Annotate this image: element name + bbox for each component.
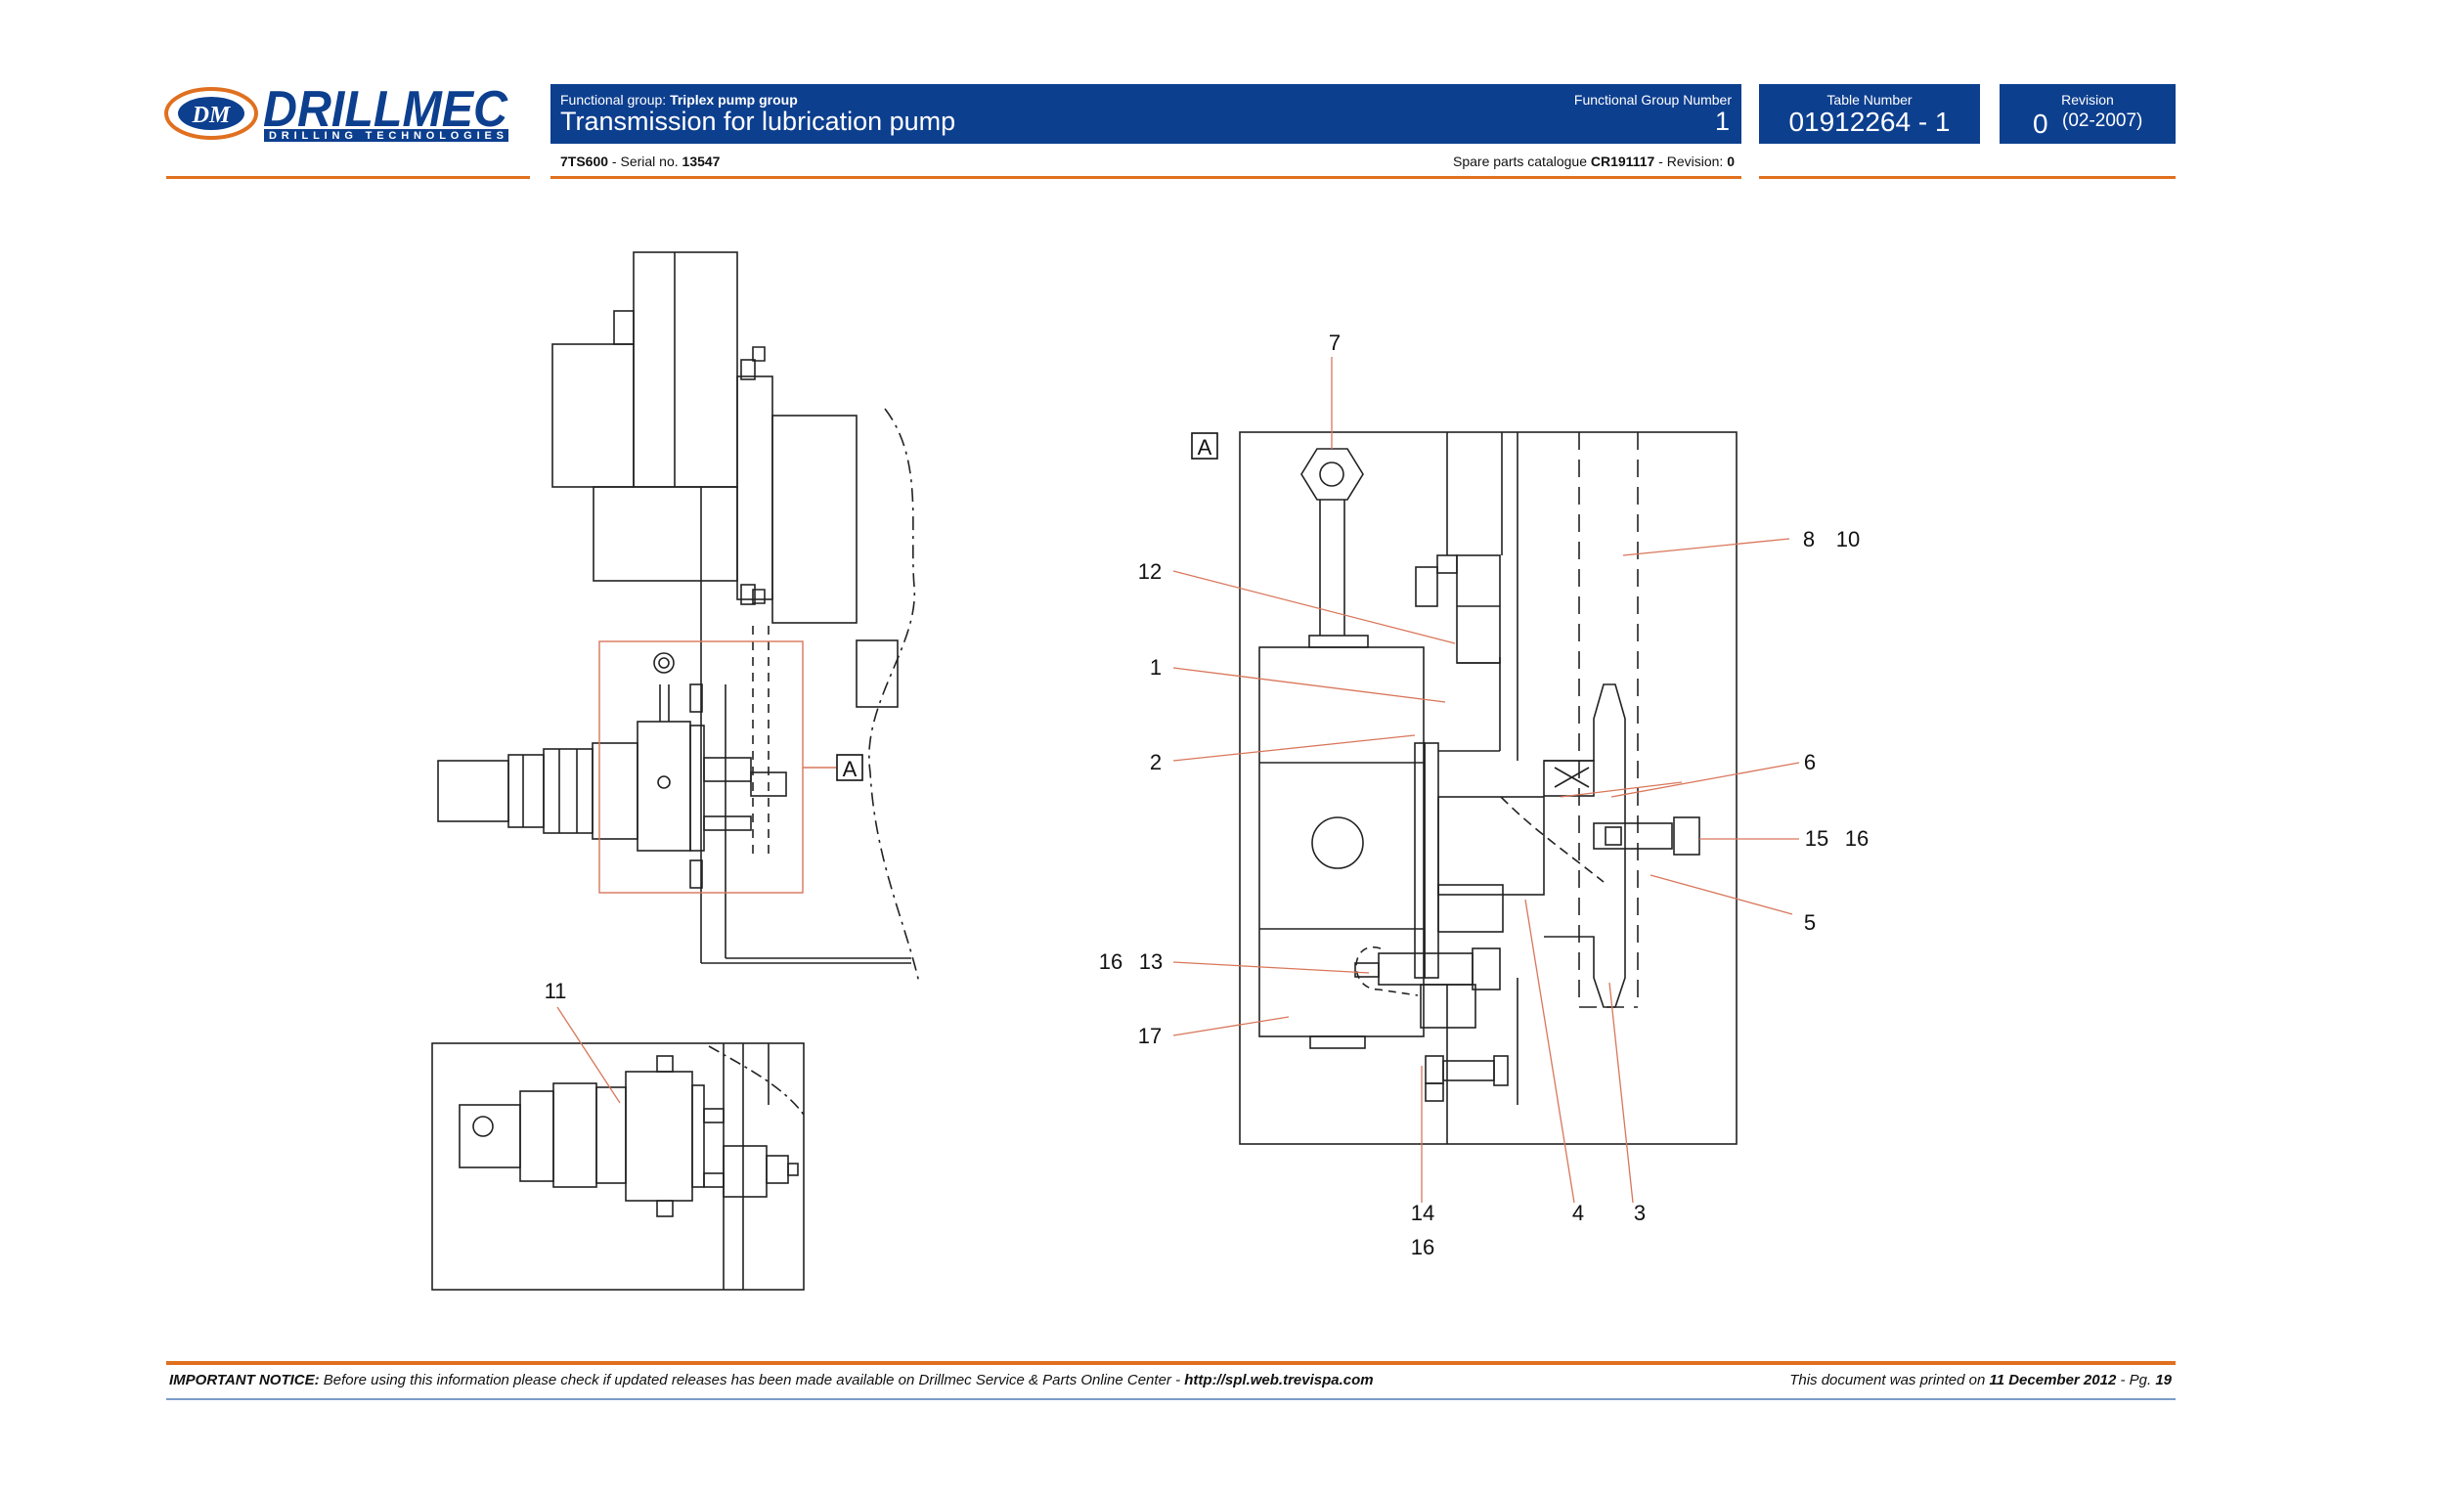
functional-group-value: Triplex pump group	[670, 92, 798, 108]
callout-16-c: 16	[1411, 1235, 1434, 1259]
catalogue-number: CR191117	[1590, 154, 1655, 169]
callout-1: 1	[1150, 655, 1162, 680]
callout-13: 13	[1139, 949, 1163, 974]
callout-2: 2	[1150, 750, 1162, 774]
callout-10: 10	[1836, 527, 1860, 551]
callout-6: 6	[1804, 750, 1816, 774]
footer-divider-bottom	[166, 1398, 2176, 1400]
detail-a-tag-right	[1191, 432, 1218, 460]
online-center-link[interactable]: http://spl.web.trevispa.com	[1184, 1372, 1374, 1388]
revision-label: Revision	[2061, 92, 2114, 108]
callout-16-a: 16	[1845, 826, 1869, 851]
inset-view	[431, 1042, 805, 1291]
callout-15: 15	[1805, 826, 1828, 851]
functional-group-number: 1	[1714, 107, 1730, 136]
callout-5: 5	[1804, 910, 1816, 935]
print-info: This document was printed on 11 December…	[1789, 1372, 2172, 1388]
revision-band: Revision 0 (02-2007)	[2000, 84, 2176, 144]
functional-group-band: Functional group: Triplex pump group Tra…	[550, 84, 1741, 144]
header-divider-main	[550, 176, 1741, 179]
model-number: 7TS600	[560, 154, 609, 169]
functional-group-number-label: Functional Group Number	[1573, 92, 1732, 108]
logo-wordmark: DRILLMEC	[263, 81, 508, 138]
detail-a-view	[1239, 431, 1738, 1145]
page-number: 19	[2155, 1372, 2172, 1388]
catalogue-info: Spare parts catalogue CR191117 - Revisio…	[1453, 154, 1735, 169]
table-number-band: Table Number 01912264 - 1	[1759, 84, 1980, 144]
model-serial: 7TS600 - Serial no. 13547	[560, 154, 721, 169]
detail-a-label-left: A	[843, 757, 858, 781]
revision-number: 0	[2033, 109, 2048, 139]
detail-a-tag-left	[836, 754, 863, 781]
table-number: 01912264 - 1	[1788, 107, 1951, 137]
overview-view	[437, 251, 920, 984]
functional-group-label: Functional group: Triplex pump group	[560, 92, 798, 108]
print-date: 11 December 2012	[1989, 1372, 2117, 1388]
drillmec-logo: DM DRILLMEC DRILLING TECHNOLOGIES	[164, 80, 536, 149]
callout-16-b: 16	[1099, 949, 1122, 974]
leader-lines	[556, 357, 1800, 1204]
table-number-label: Table Number	[1826, 92, 1913, 108]
detail-a-label-right: A	[1198, 435, 1212, 460]
callout-labels: 7 8 10 12 1 2 6 15 16 5 16 13 17 14 4 3 …	[545, 330, 1870, 1259]
callout-17: 17	[1138, 1024, 1162, 1048]
footer-divider-top	[166, 1361, 2176, 1365]
callout-12: 12	[1138, 559, 1162, 584]
callout-14: 14	[1411, 1201, 1434, 1225]
callout-7: 7	[1329, 330, 1341, 355]
header-divider-right	[1759, 176, 2176, 179]
revision-date: (02-2007)	[2062, 110, 2143, 131]
callout-11: 11	[545, 979, 567, 1003]
serial-number: 13547	[682, 154, 721, 169]
logo-monogram: DM	[192, 103, 232, 128]
page-title: Transmission for lubrication pump	[560, 107, 956, 136]
header-divider-left	[166, 176, 530, 179]
important-notice: IMPORTANT NOTICE: Before using this info…	[169, 1372, 1374, 1388]
callout-8: 8	[1803, 527, 1815, 551]
callout-4: 4	[1572, 1201, 1584, 1225]
catalogue-revision: 0	[1727, 154, 1735, 169]
callout-3: 3	[1634, 1201, 1646, 1225]
